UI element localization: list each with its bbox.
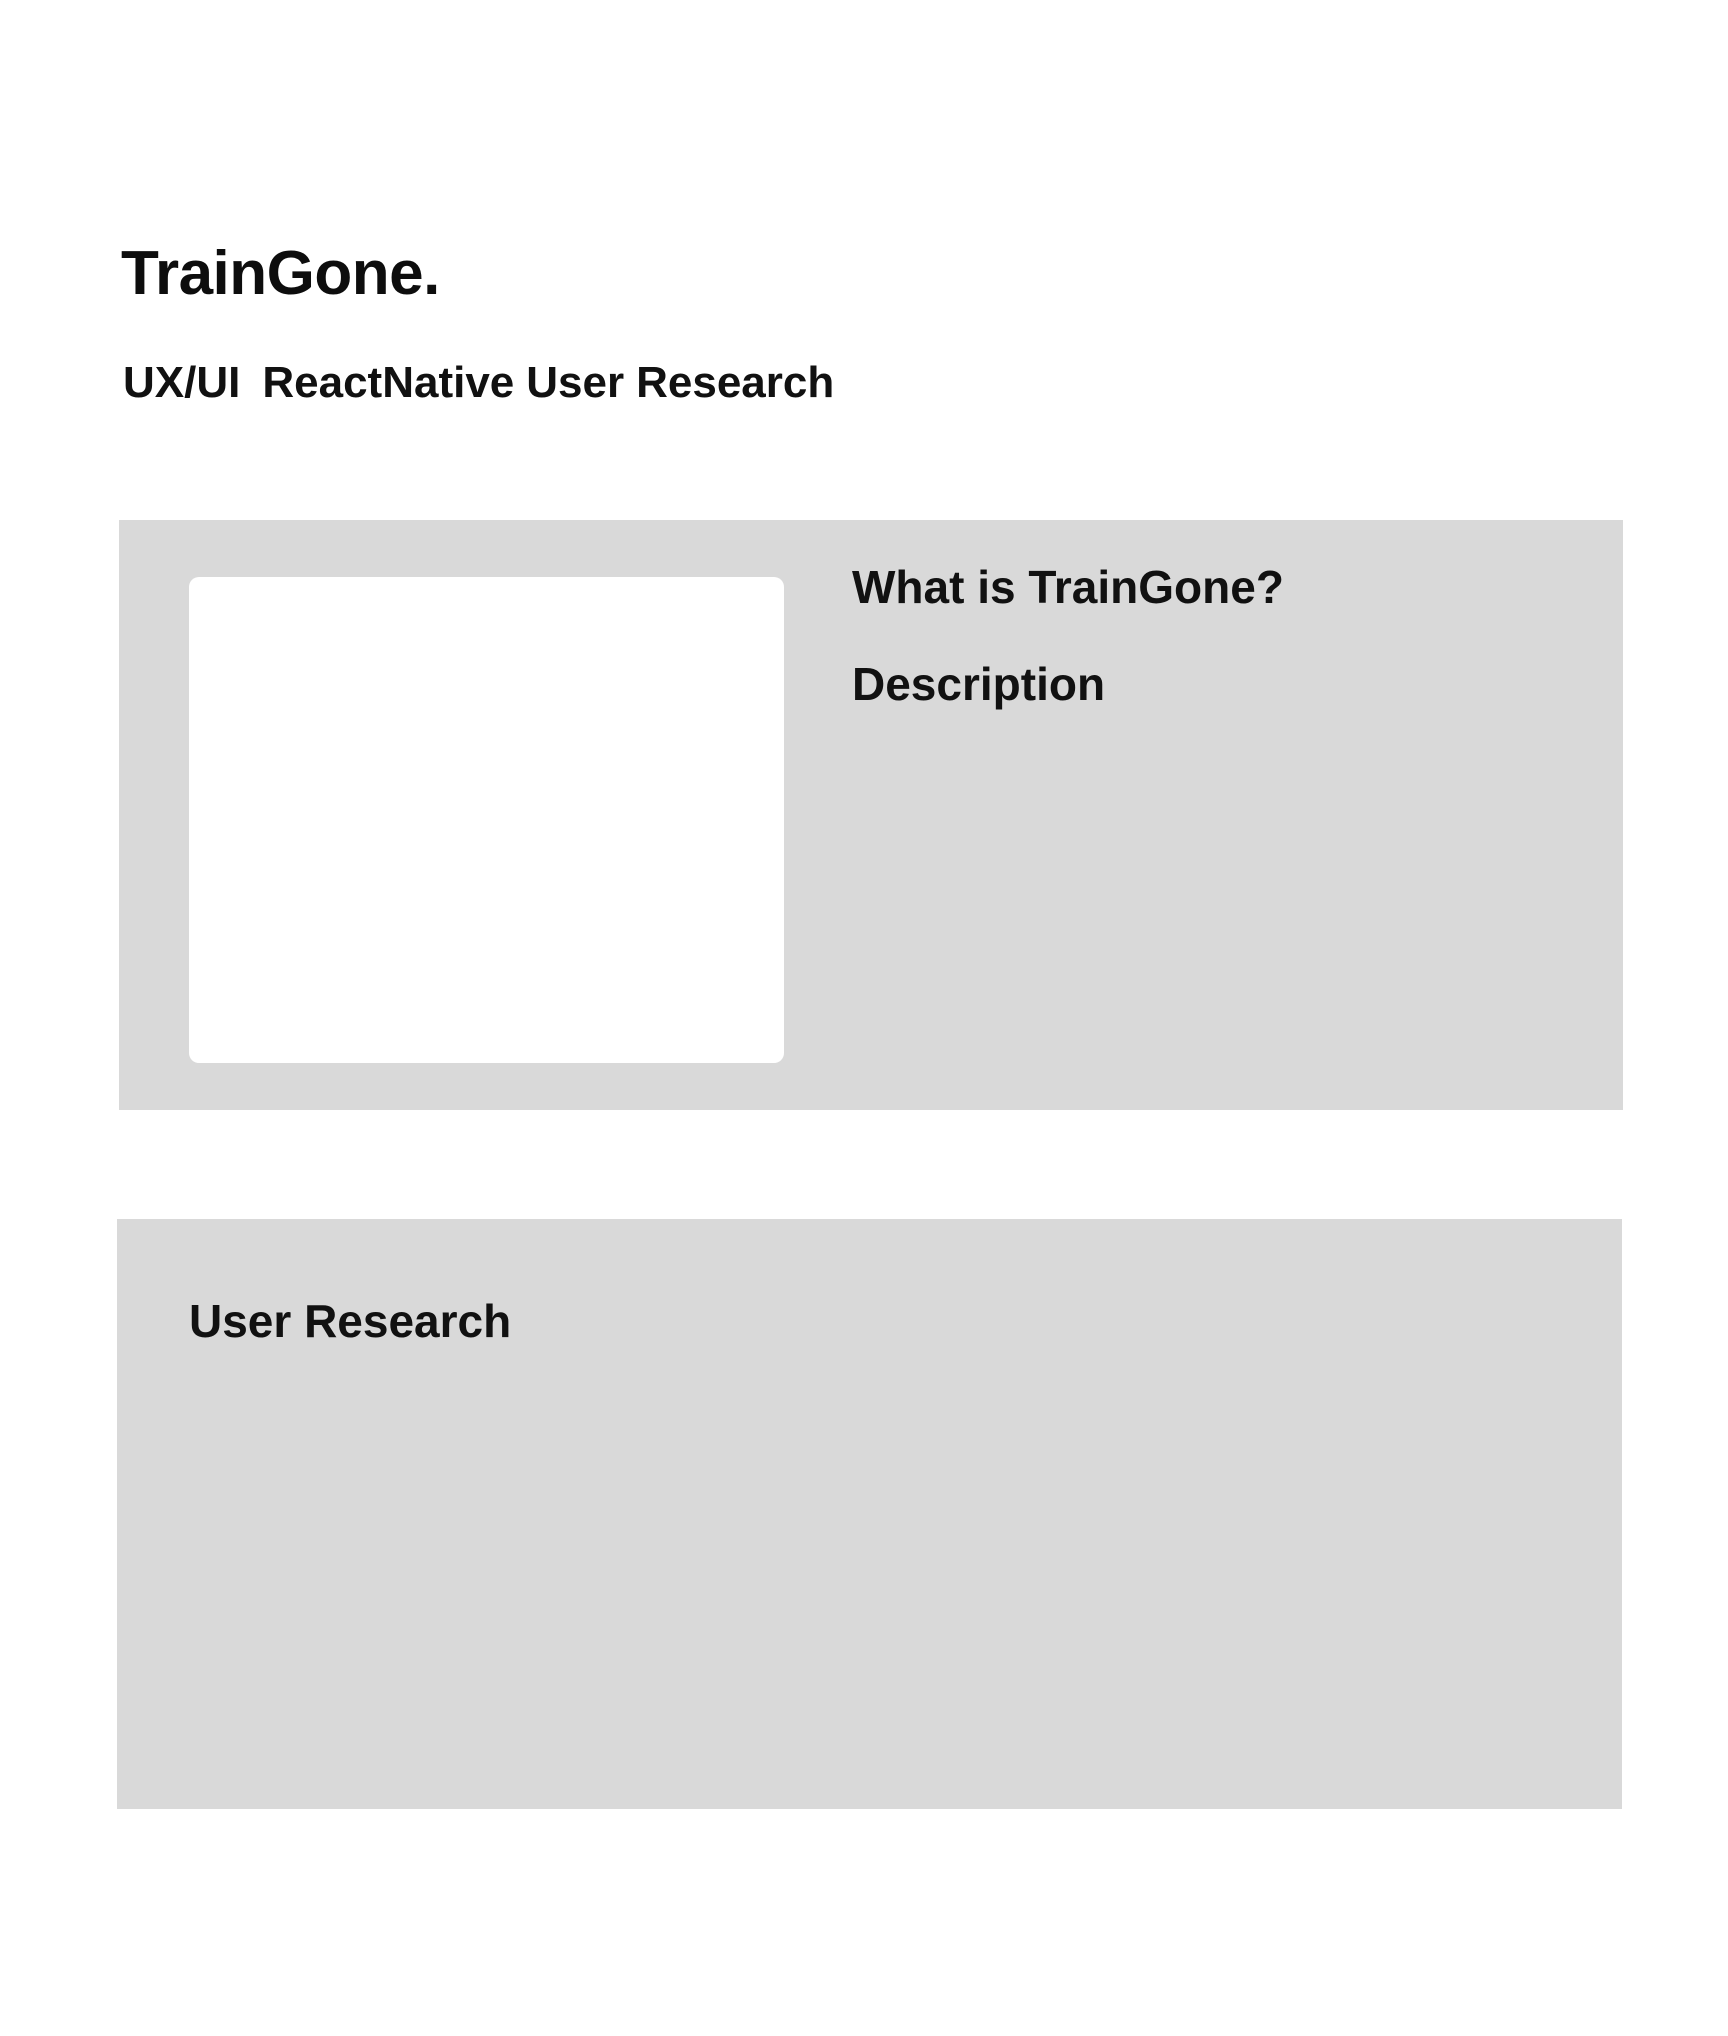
about-heading: What is TrainGone?: [852, 561, 1284, 613]
tag-uxui: UX/UI: [123, 358, 241, 407]
tag-group: ReactNative User Research: [262, 356, 834, 410]
about-description: Description: [852, 658, 1106, 710]
user-research-heading: User Research: [189, 1295, 512, 1347]
tag-user: User: [526, 358, 625, 407]
about-section: What is TrainGone? Description: [119, 520, 1623, 1110]
user-research-section: User Research: [117, 1219, 1622, 1809]
image-placeholder: [189, 577, 784, 1063]
tag-reactnative: ReactNative: [262, 358, 515, 407]
page-title: TrainGone.: [121, 239, 440, 308]
tag-list: UX/UI ReactNative User Research: [123, 356, 834, 410]
tag-research: Research: [636, 358, 835, 407]
